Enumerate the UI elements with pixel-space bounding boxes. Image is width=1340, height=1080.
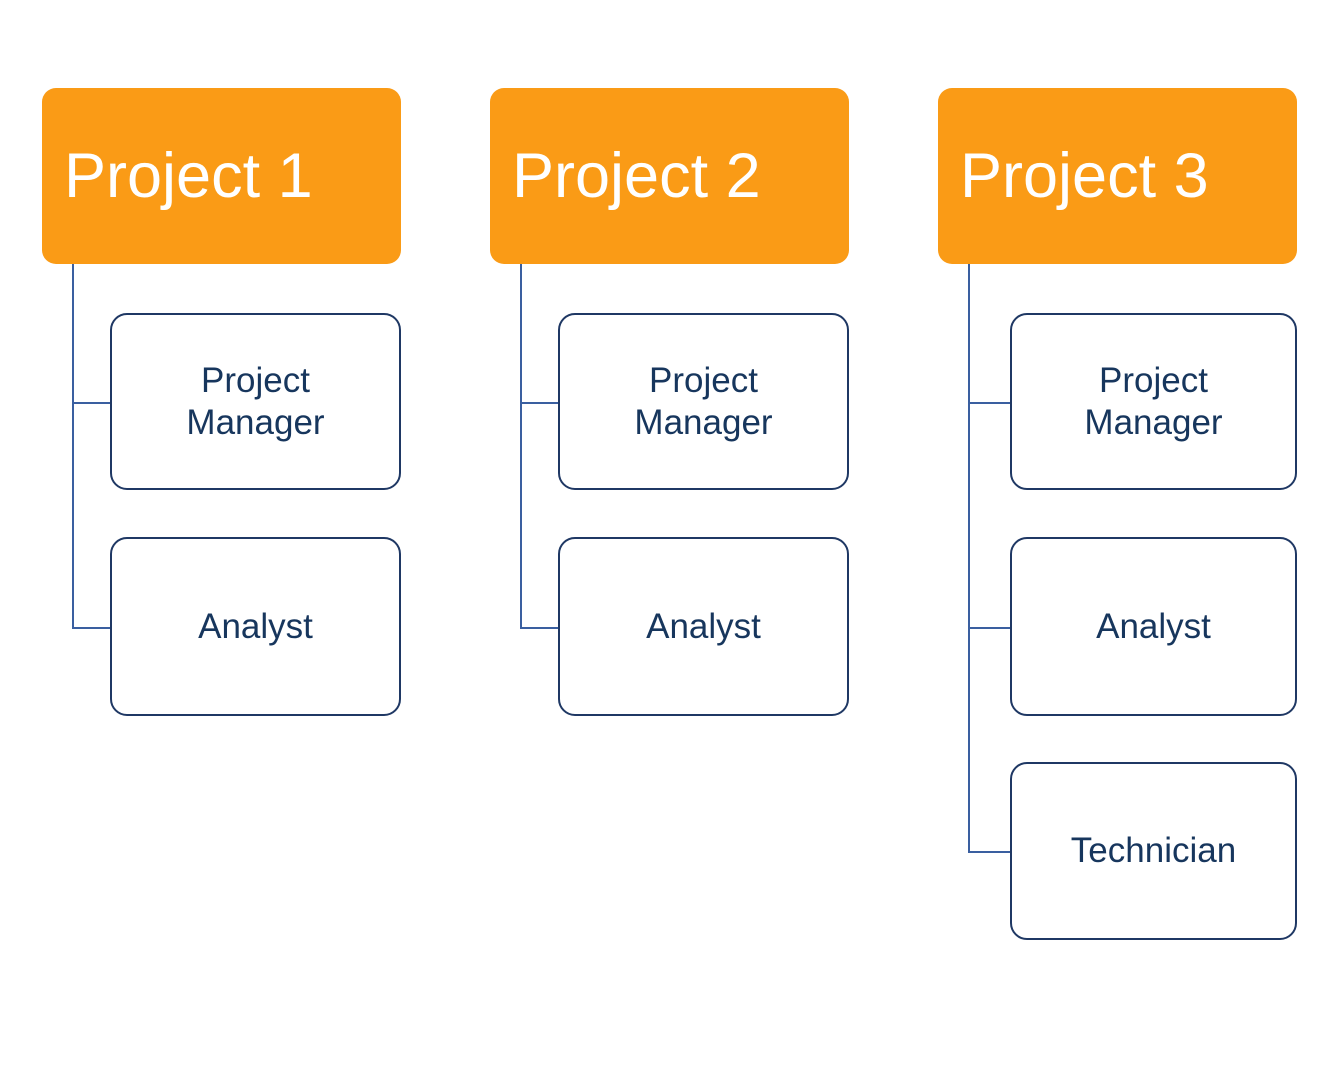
connector-stub-project-2-analyst: [520, 627, 558, 629]
project-header-project-2[interactable]: Project 2: [490, 88, 849, 264]
role-box-project-2-project-manager[interactable]: Project Manager: [558, 313, 849, 490]
role-box-project-1-project-manager[interactable]: Project Manager: [110, 313, 401, 490]
project-header-project-3[interactable]: Project 3: [938, 88, 1297, 264]
role-box-label: Project Manager: [634, 361, 773, 442]
connector-trunk-project-1: [72, 264, 74, 628]
connector-stub-project-3-project-manager: [968, 402, 1010, 404]
connector-trunk-project-3: [968, 264, 970, 852]
role-box-project-3-technician[interactable]: Technician: [1010, 762, 1297, 940]
connector-stub-project-1-analyst: [72, 627, 110, 629]
role-box-label: Project Manager: [1084, 361, 1223, 442]
connector-stub-project-1-project-manager: [72, 402, 110, 404]
role-box-label: Analyst: [1096, 606, 1211, 646]
role-box-label: Project Manager: [186, 361, 325, 442]
role-box-label: Analyst: [646, 606, 761, 646]
connector-stub-project-3-technician: [968, 851, 1010, 853]
role-box-project-3-project-manager[interactable]: Project Manager: [1010, 313, 1297, 490]
project-header-label: Project 1: [64, 140, 313, 211]
role-box-label: Technician: [1070, 831, 1237, 871]
role-box-project-1-analyst[interactable]: Analyst: [110, 537, 401, 716]
project-header-label: Project 3: [960, 140, 1209, 211]
connector-stub-project-2-project-manager: [520, 402, 558, 404]
project-header-label: Project 2: [512, 140, 761, 211]
connector-stub-project-3-analyst: [968, 627, 1010, 629]
connector-trunk-project-2: [520, 264, 522, 628]
role-box-label: Analyst: [198, 606, 313, 646]
role-box-project-2-analyst[interactable]: Analyst: [558, 537, 849, 716]
project-header-project-1[interactable]: Project 1: [42, 88, 401, 264]
role-box-project-3-analyst[interactable]: Analyst: [1010, 537, 1297, 716]
